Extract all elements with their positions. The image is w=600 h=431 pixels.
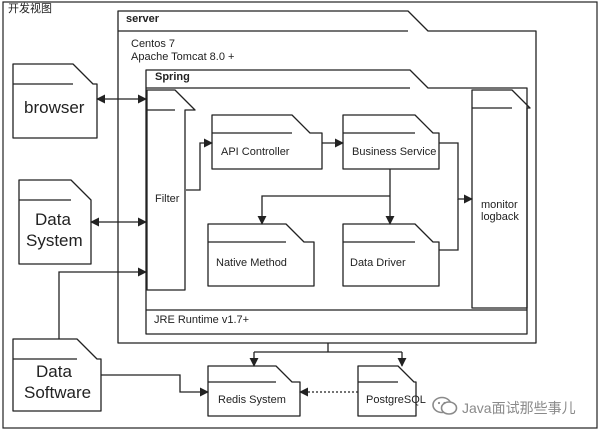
- data-software-label-1: Data: [36, 362, 72, 381]
- redis-system-box: [207, 365, 301, 417]
- filter-label: Filter: [155, 193, 180, 205]
- api-controller-box: [211, 114, 323, 170]
- watermark: Java面试那些事儿: [432, 396, 598, 418]
- business-service-box: [342, 114, 440, 170]
- data-software-filter-arrow: [58, 267, 147, 339]
- redis-system-label: Redis System: [218, 394, 286, 406]
- view-title: 开发视图: [8, 3, 52, 15]
- spring-title: Spring: [155, 71, 190, 83]
- business-native-arrow: [257, 195, 390, 225]
- server-os: Centos 7: [131, 38, 176, 50]
- data-software-redis-arrow: [101, 374, 209, 397]
- postgresql-box: [357, 365, 417, 417]
- watermark-text: Java面试那些事儿: [462, 400, 576, 416]
- monitor-label-1: monitor: [481, 199, 518, 211]
- api-controller-label: API Controller: [221, 146, 290, 158]
- browser-label: browser: [24, 98, 85, 117]
- postgresql-label: PostgreSQL: [366, 394, 426, 406]
- data-system-box: [18, 179, 92, 265]
- data-software-label-2: Software: [24, 383, 92, 402]
- server-title: server: [126, 13, 160, 25]
- spring-package: [145, 69, 528, 335]
- data-driver-box: [342, 223, 440, 287]
- jre-runtime-label: JRE Runtime v1.7+: [154, 314, 250, 326]
- monitor-logback-box: [471, 89, 531, 309]
- data-system-label-1: Data: [35, 210, 71, 229]
- data-driver-label: Data Driver: [350, 257, 406, 269]
- data-software-box: [12, 338, 102, 412]
- native-method-label: Native Method: [216, 257, 287, 269]
- native-method-box: [207, 223, 315, 287]
- filter-api-arrow: [186, 138, 213, 191]
- data-system-label-2: System: [26, 231, 83, 250]
- monitor-label-2: logback: [481, 211, 519, 223]
- server-web-server: Apache Tomcat 8.0 +: [131, 51, 235, 63]
- browser-box: [12, 63, 98, 139]
- business-service-label: Business Service: [352, 146, 437, 158]
- wechat-icon: [432, 396, 458, 415]
- server-package: [117, 10, 537, 344]
- diagram-connectors: [58, 94, 473, 397]
- filter-box: [146, 89, 196, 291]
- business-monitor-arrow: [439, 142, 473, 204]
- datadriver-monitor-line: [439, 199, 459, 251]
